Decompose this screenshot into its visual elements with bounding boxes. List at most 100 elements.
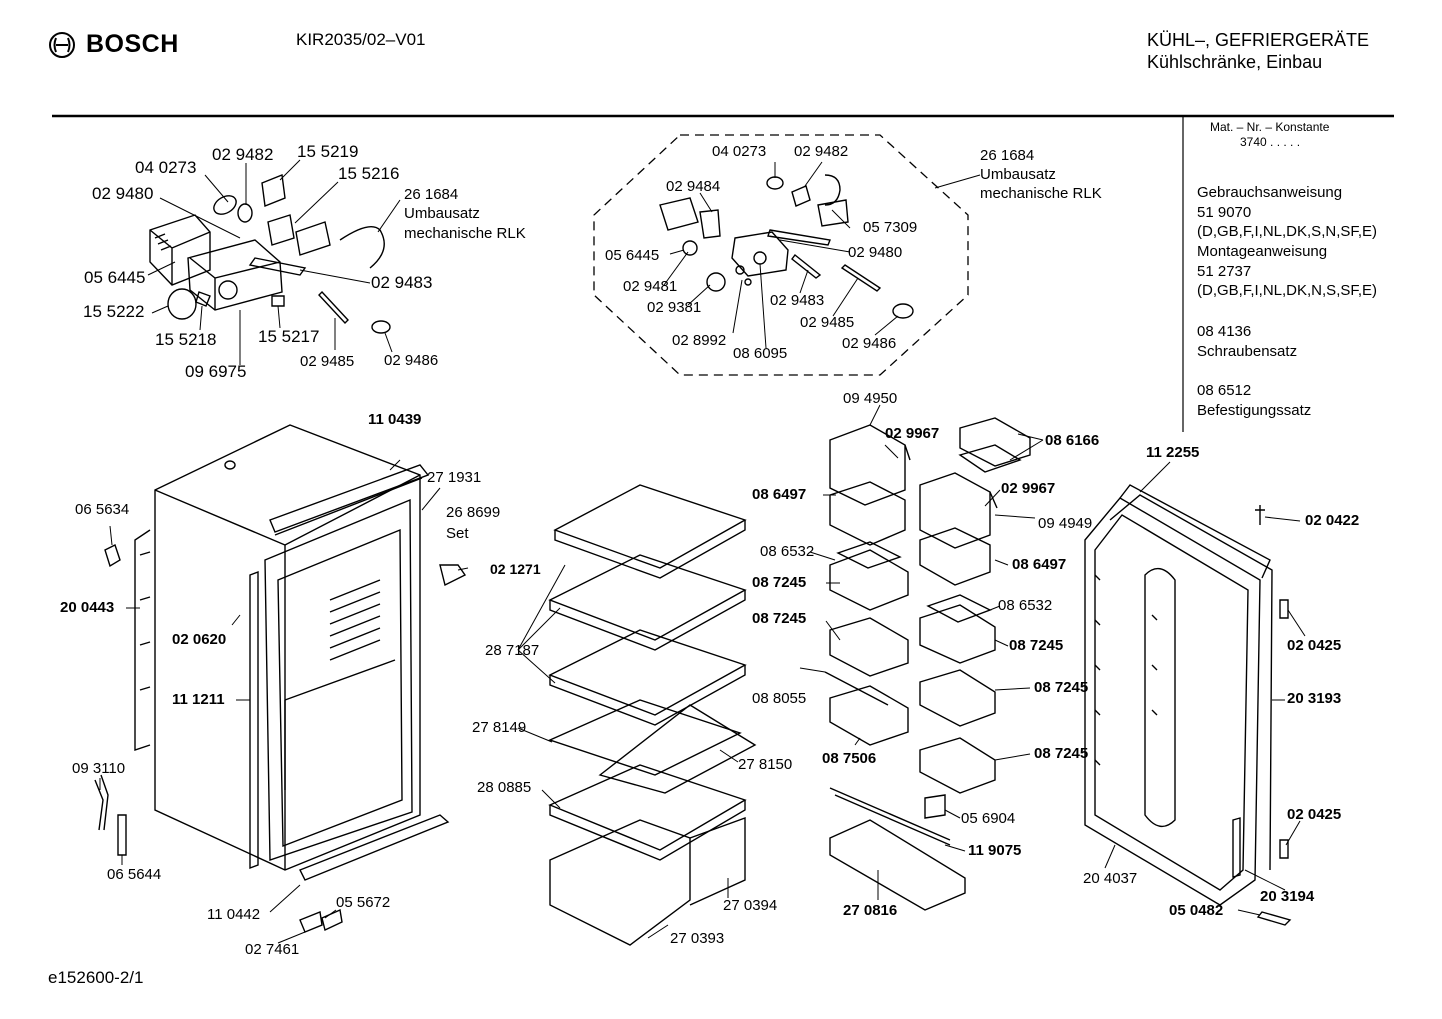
part-label: 02 9480	[848, 244, 903, 261]
part-label: 20 3194	[1260, 888, 1315, 905]
conversion-kit-boundary	[593, 134, 969, 376]
part-label: 02 0422	[1305, 512, 1360, 529]
part-label: 27 8149	[472, 719, 527, 736]
part-label: 08 7245	[752, 610, 807, 627]
part-label: Set	[446, 525, 469, 542]
part-label: 11 1211	[172, 691, 225, 708]
part-label: 02 7461	[245, 941, 300, 958]
sidebar-item-mounting-set: 08 6512 Befestigungssatz	[1197, 381, 1311, 420]
part-label: 08 6497	[752, 486, 807, 503]
matnr-label: Mat. – Nr. – Konstante	[1210, 120, 1330, 134]
sidebar-item-number: 51 9070	[1197, 203, 1252, 221]
cabinet-housing	[94, 424, 467, 933]
part-label: 15 5222	[83, 302, 145, 321]
part-label: 02 9486	[842, 335, 897, 352]
part-label: 11 9075	[968, 842, 1022, 859]
sidebar-item-title: Befestigungssatz	[1197, 401, 1312, 419]
part-label: 06 5644	[107, 866, 162, 883]
part-label: 05 6445	[605, 247, 660, 264]
part-label: 04 0273	[712, 143, 767, 160]
part-label: 08 7245	[752, 574, 807, 591]
part-label: 02 9485	[800, 314, 855, 331]
part-label: 06 5634	[75, 501, 130, 518]
leader-lines	[99, 159, 1306, 944]
part-label: Umbausatz	[980, 166, 1056, 183]
thermostat-assembly-kit	[659, 174, 914, 319]
part-label: mechanische RLK	[980, 185, 1102, 202]
part-label: 02 9484	[666, 178, 721, 195]
brand-logo-text: BOSCH	[86, 30, 179, 58]
part-label: 27 8150	[738, 756, 793, 773]
part-label: 26 1684	[404, 186, 459, 203]
part-label: 02 9967	[885, 425, 940, 442]
sidebar-item-number: 08 6512	[1197, 382, 1252, 399]
part-label: 15 5219	[297, 142, 359, 161]
part-label: 02 9486	[384, 352, 439, 369]
part-label: 27 0816	[843, 902, 898, 919]
part-label: 02 0620	[172, 631, 227, 648]
part-label: 09 6975	[185, 362, 247, 381]
part-label: 27 0393	[670, 930, 725, 947]
part-label: 02 9482	[212, 145, 274, 164]
part-label: 11 2255	[1146, 444, 1200, 461]
part-label: 28 7187	[485, 642, 540, 659]
sidebar-item-title: Gebrauchsanweisung	[1197, 184, 1343, 201]
part-label: 08 7245	[1034, 679, 1089, 696]
thermostat-assembly-left	[149, 174, 391, 334]
part-label: 05 7309	[863, 219, 918, 236]
part-label: 27 0394	[723, 897, 778, 914]
part-label: 02 8992	[672, 332, 727, 349]
part-label: 08 6532	[998, 597, 1053, 614]
part-label: 09 4949	[1038, 515, 1093, 532]
sidebar-item-languages: (D,GB,F,I,NL,DK,S,N,SF,E)	[1197, 223, 1378, 240]
part-label: 08 7245	[1009, 637, 1064, 654]
sidebar-item-title: Schraubensatz	[1197, 342, 1298, 360]
drawing-id: e152600-2/1	[48, 968, 144, 987]
part-label: 05 5672	[336, 894, 391, 911]
part-label: 02 9485	[300, 353, 355, 370]
part-label: 26 1684	[980, 147, 1035, 164]
part-label: 02 0425	[1287, 806, 1342, 823]
part-label: 02 9483	[770, 292, 825, 309]
part-label: 15 5216	[338, 164, 400, 183]
part-label: 08 6166	[1045, 432, 1100, 449]
part-label: 20 0443	[60, 599, 115, 616]
bosch-armature-icon	[49, 32, 75, 58]
model-number: KIR2035/02–V01	[296, 30, 426, 49]
glass-shelves	[548, 484, 757, 946]
part-label: 08 7245	[1034, 745, 1089, 762]
part-label: 11 0442	[207, 906, 261, 923]
part-label: 02 1271	[490, 561, 541, 577]
part-label: mechanische RLK	[404, 225, 526, 242]
sidebar-item-number: 08 4136	[1197, 323, 1252, 340]
part-label: 02 9483	[371, 273, 433, 292]
part-label: 08 8055	[752, 690, 807, 707]
matnr-value: 3740 . . . . .	[1240, 135, 1301, 149]
part-label: 08 6095	[733, 345, 788, 362]
part-label: 09 4950	[843, 390, 898, 407]
part-label: 02 0425	[1287, 637, 1342, 654]
sidebar-item-number: 51 2737	[1197, 262, 1252, 280]
part-label: 27 1931	[427, 469, 482, 486]
part-label: 02 9482	[794, 143, 849, 160]
part-label: 15 5218	[155, 330, 217, 349]
part-label: 20 4037	[1083, 870, 1138, 887]
part-label: 05 6445	[84, 268, 146, 287]
category-title: KÜHL–, GEFRIERGERÄTE	[1147, 30, 1370, 50]
part-label: 02 9481	[623, 278, 678, 295]
part-label: 02 9480	[92, 184, 154, 203]
sidebar-item-installation: Montageanweisung 51 2737 (D,GB,F,I,NL,DK…	[1197, 242, 1377, 301]
part-label: 08 7506	[822, 750, 877, 767]
part-label: 08 6497	[1012, 556, 1067, 573]
refrigerator-door	[1084, 484, 1292, 926]
part-label: 28 0885	[477, 779, 532, 796]
sidebar-item-languages: (D,GB,F,I,NL,DK,N,S,SF,E)	[1197, 282, 1378, 299]
part-label: 05 6904	[961, 810, 1016, 827]
part-label: Umbausatz	[404, 205, 480, 222]
part-label: 26 8699	[446, 504, 501, 521]
part-label: 15 5217	[258, 327, 320, 346]
part-label: 02 9967	[1001, 480, 1056, 497]
sidebar-item-title: Montageanweisung	[1197, 243, 1328, 260]
category-subtitle: Kühlschränke, Einbau	[1147, 52, 1323, 72]
